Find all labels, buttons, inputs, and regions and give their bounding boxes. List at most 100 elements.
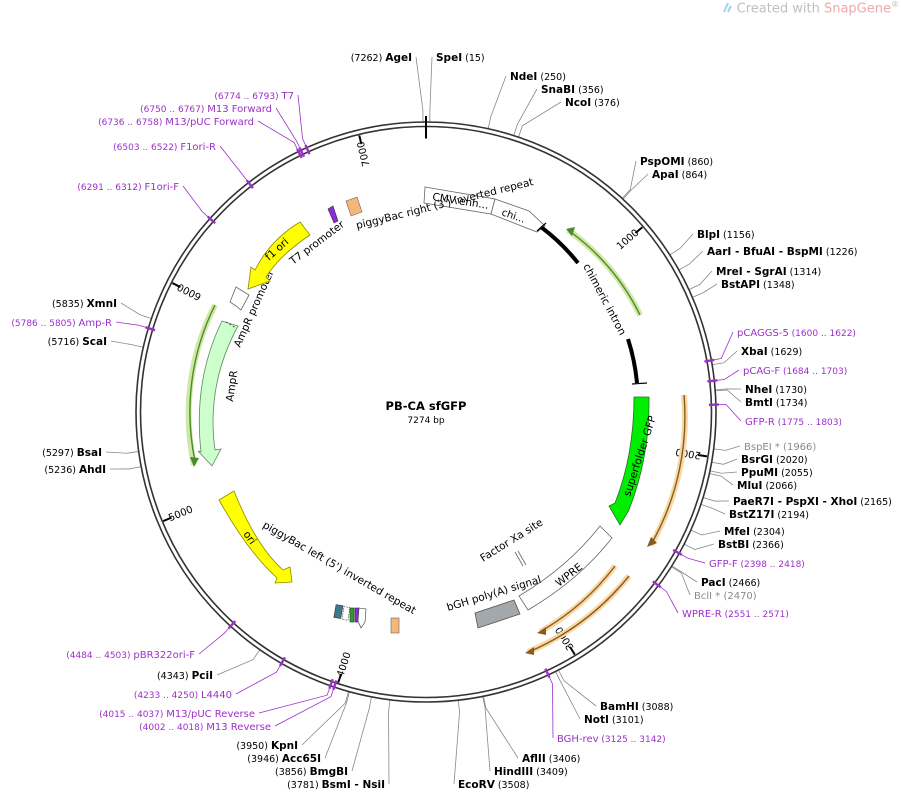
primer-label[interactable]: (6750 .. 6767) M13 Forward: [140, 104, 272, 115]
tick-mark-2000: [697, 454, 708, 458]
primer-label[interactable]: WPRE-R (2551 .. 2571): [682, 609, 789, 620]
restriction-site-leader-16: [709, 473, 734, 486]
orf-line-4: [530, 575, 630, 652]
restriction-site-leader-20: [683, 543, 715, 550]
feature-label-pbleft: piggyBac left (5') inverted repeat: [261, 519, 418, 617]
methylation-site-label[interactable]: BspEI * (1966): [744, 442, 816, 453]
feature-factor-xa-site[interactable]: Factor Xa site: [478, 517, 545, 567]
restriction-site-label[interactable]: XbaI (1629): [741, 346, 802, 358]
restriction-site-label[interactable]: BlpI (1156): [697, 229, 755, 241]
primer-label[interactable]: (6736 .. 6758) M13/pUC Forward: [98, 117, 254, 128]
restriction-site-label[interactable]: (5716) ScaI: [48, 336, 107, 348]
primer-position: (1775 .. 1803): [775, 418, 842, 428]
primer-label[interactable]: (4002 .. 4018) M13 Reverse: [139, 722, 271, 733]
restriction-site-label[interactable]: (3781) BsmI - NsiI: [287, 779, 385, 791]
primer-label[interactable]: pCAG-F (1684 .. 1703): [743, 366, 847, 377]
restriction-site-leader-22: [558, 669, 597, 707]
restriction-site-label[interactable]: (3946) Acc65I: [247, 753, 321, 765]
orf-head-4: [525, 647, 534, 655]
primer-label[interactable]: (5786 .. 5805) Amp-R: [11, 318, 112, 329]
restriction-site-label[interactable]: (4343) PciI: [157, 670, 213, 682]
feature-superfolder-gfp[interactable]: superfolder GFP: [608, 396, 659, 526]
primer-label[interactable]: (4484 .. 4503) pBR322ori-F: [66, 650, 195, 661]
primer-mark-0: [304, 144, 311, 155]
orf-line-3: [542, 565, 616, 631]
restriction-site-label[interactable]: PpuMI (2055): [741, 467, 813, 479]
primer-label[interactable]: pCAGGS-5 (1600 .. 1622): [737, 328, 856, 339]
restriction-site-position: (864): [679, 170, 708, 181]
restriction-site-label[interactable]: (5835) XmnI: [52, 298, 117, 310]
primer-leader-9: [274, 689, 334, 727]
restriction-site-label[interactable]: PspOMI (860): [640, 156, 713, 168]
primer-label[interactable]: (4233 .. 4250) L4440: [134, 690, 232, 701]
primer-mark-2: [296, 148, 303, 159]
primer-label[interactable]: (4015 .. 4037) M13/pUC Reverse: [99, 709, 255, 720]
primer-position: (1600 .. 1622): [789, 329, 856, 339]
restriction-site-label[interactable]: MfeI (2304): [724, 526, 785, 538]
primer-label[interactable]: BGH-rev (3125 .. 3142): [557, 734, 666, 745]
restriction-site-label[interactable]: (3856) BmgBI: [275, 766, 348, 778]
feature-wpre[interactable]: WPRE: [518, 525, 613, 611]
restriction-site-label[interactable]: ApaI (864): [652, 169, 707, 181]
orf-line-1: [571, 232, 641, 316]
methylation-site-name: BspEI *: [744, 442, 780, 453]
restriction-site-name: SpeI: [436, 52, 462, 64]
restriction-site-label[interactable]: BstZ17I (2194): [729, 509, 809, 521]
restriction-site-label[interactable]: BstBI (2366): [718, 539, 784, 551]
primer-label[interactable]: GFP-F (2398 .. 2418): [709, 559, 805, 570]
restriction-site-name: PciI: [192, 670, 213, 682]
tick-label-4000: 4000: [335, 651, 353, 679]
restriction-site-label[interactable]: (3950) KpnI: [236, 740, 298, 752]
restriction-site-label[interactable]: (7262) AgeI: [351, 52, 412, 64]
restriction-site-leader-28: [351, 696, 372, 772]
restriction-site-name: AflII: [522, 753, 546, 765]
methylation-site-leader-0: [713, 445, 741, 451]
primer-label[interactable]: (6291 .. 6312) F1ori-F: [77, 182, 179, 193]
feature-label-intron: chimeric intron: [580, 262, 628, 338]
restriction-site-label[interactable]: BamHI (3088): [600, 701, 673, 713]
watermark-prefix: Created with: [736, 1, 824, 17]
restriction-site-label[interactable]: SnaBI (356): [541, 84, 604, 96]
primer-name: pCAGGS-5: [737, 328, 789, 339]
methylation-site-label[interactable]: BclI * (2470): [694, 591, 757, 602]
restriction-site-label[interactable]: AflII (3406): [522, 753, 580, 765]
restriction-site-name: BstZ17I: [729, 509, 774, 521]
primer-position: (3125 .. 3142): [599, 735, 666, 745]
primer-label[interactable]: (6774 .. 6793) T7: [214, 91, 294, 102]
restriction-site-label[interactable]: MreI - SgrAI (1314): [716, 266, 821, 278]
restriction-site-label[interactable]: NheI (1730): [745, 384, 807, 396]
feature-cmv-enhancer[interactable]: CMV enh...: [423, 186, 496, 215]
restriction-site-label[interactable]: BmtI (1734): [745, 397, 807, 409]
restriction-site-position: (5716): [48, 337, 83, 348]
restriction-site-label[interactable]: PacI (2466): [701, 577, 760, 589]
restriction-site-label[interactable]: PaeR7I - PspXI - XhoI (2165): [733, 496, 892, 508]
restriction-site-position: (2366): [749, 540, 784, 551]
restriction-site-name: NdeI: [510, 71, 537, 83]
restriction-site-label[interactable]: (5236) AhdI: [44, 464, 106, 476]
methylation-site-leader-1: [671, 566, 691, 596]
restriction-site-name: HindIII: [494, 766, 533, 778]
tick-mark-6000: [171, 282, 181, 289]
primer-label[interactable]: GFP-R (1775 .. 1803): [745, 417, 842, 428]
restriction-site-labels: (7262) AgeI SpeI (15) NdeI (250)SnaBI (356…: [42, 52, 892, 791]
tick-mark-1000: [634, 226, 643, 234]
restriction-site-label[interactable]: BsrGI (2020): [741, 454, 808, 466]
restriction-site-name: NotI: [584, 714, 609, 726]
restriction-site-leader-3: [513, 88, 538, 136]
restriction-site-label[interactable]: NcoI (376): [565, 97, 620, 109]
restriction-site-label[interactable]: NdeI (250): [510, 71, 566, 83]
restriction-site-label[interactable]: SpeI (15): [436, 52, 485, 64]
restriction-site-name: EcoRV: [458, 779, 496, 791]
restriction-site-label[interactable]: AarI - BfuAI - BspMI (1226): [707, 246, 857, 258]
restriction-site-label[interactable]: BstAPI (1348): [721, 279, 795, 291]
feature-ampr[interactable]: AmpR: [197, 320, 240, 467]
primer-label[interactable]: (6503 .. 6522) F1ori-R: [113, 142, 216, 153]
restriction-site-label[interactable]: MluI (2066): [737, 480, 797, 492]
restriction-site-label[interactable]: HindIII (3409): [494, 766, 568, 778]
restriction-site-leader-11: [712, 350, 738, 366]
restriction-site-label[interactable]: EcoRV (3508): [458, 779, 529, 791]
restriction-site-label[interactable]: (5297) BsaI: [42, 447, 102, 459]
restriction-site-label[interactable]: NotI (3101): [584, 714, 644, 726]
feature-chi-promoter[interactable]: chi...: [490, 198, 546, 233]
